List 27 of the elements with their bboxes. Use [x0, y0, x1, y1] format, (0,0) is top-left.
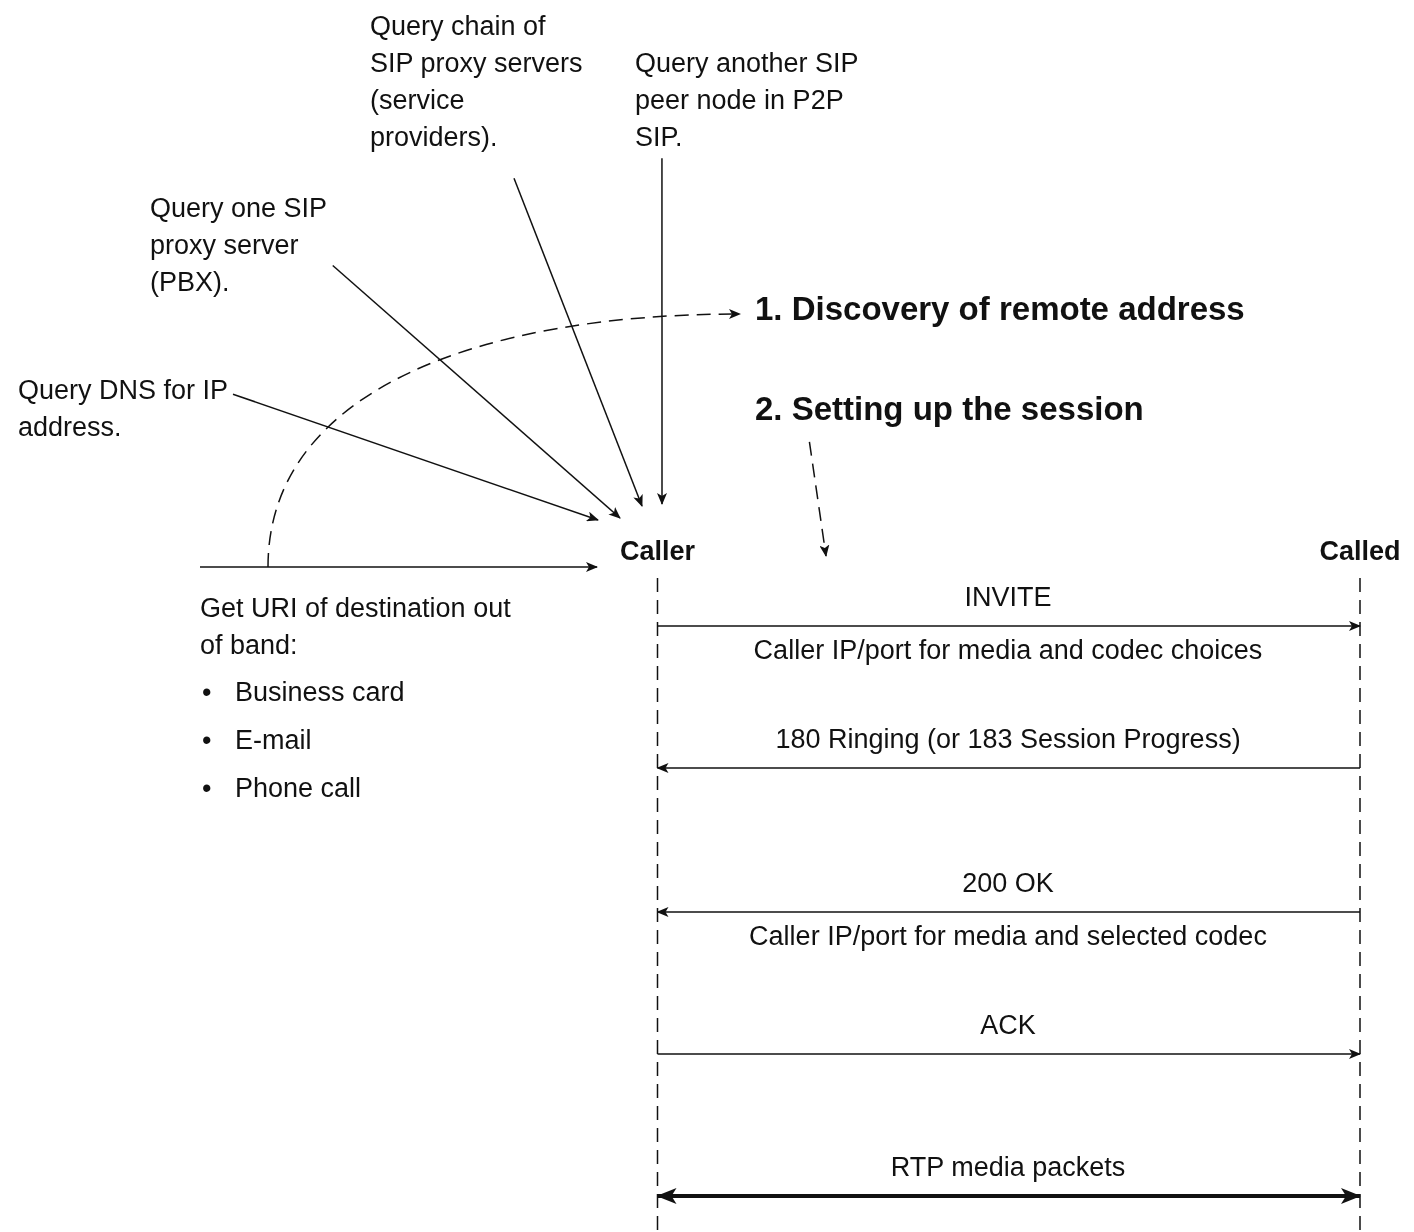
note-text: Get URI of destination out of band:: [200, 592, 512, 662]
arrow: [232, 393, 599, 522]
arrow: [513, 177, 643, 507]
query-note: Query one SIP proxy server (PBX).: [150, 190, 365, 301]
arrow: [332, 264, 621, 519]
message-arrow: [656, 763, 1361, 773]
arrow: [657, 157, 667, 505]
query-note: Query another SIP peer node in P2P SIP.: [635, 45, 880, 156]
bullet: •: [202, 676, 212, 709]
participant-lifeline: Called: [1310, 500, 1410, 1232]
message-arrow: [656, 621, 1361, 631]
participant-lifeline: Caller: [590, 500, 725, 1232]
dashed-arrow: [808, 441, 830, 557]
step-heading: 1. Discovery of remote address: [755, 290, 1245, 327]
bullet: •: [202, 724, 212, 757]
list-item: Business card: [235, 676, 405, 709]
list-item: Phone call: [235, 772, 362, 805]
message-arrow: [656, 1188, 1361, 1204]
message-arrow: [656, 907, 1361, 917]
query-note: Query DNS for IP address.: [18, 372, 233, 446]
arrow: [199, 562, 598, 572]
dashed-arrow: [267, 309, 741, 568]
bullet: •: [202, 772, 212, 805]
message-arrow: [656, 1049, 1361, 1059]
query-note: Query chain of SIP proxy servers (service providers).: [370, 8, 595, 156]
list-item: E-mail: [235, 724, 312, 757]
step-heading: 2. Setting up the session: [755, 390, 1144, 427]
